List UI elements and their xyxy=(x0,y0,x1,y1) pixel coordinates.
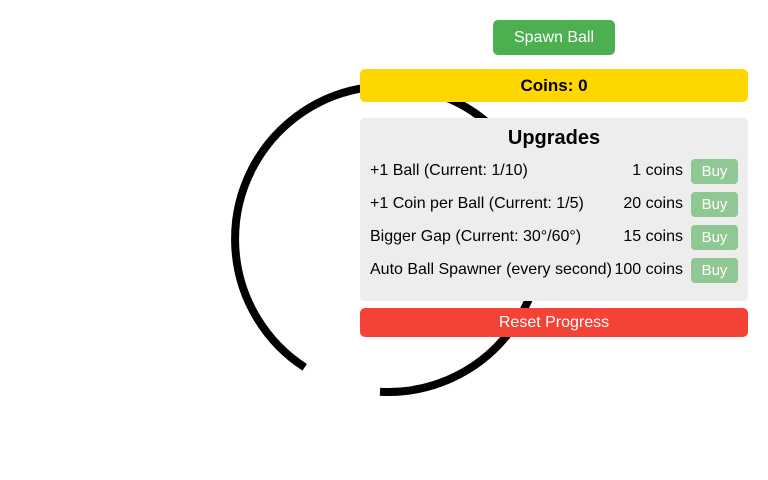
reset-progress-button[interactable]: Reset Progress xyxy=(360,308,748,337)
upgrades-title: Upgrades xyxy=(507,127,601,149)
buy-button-bigger-gap[interactable]: Buy xyxy=(691,224,738,250)
upgrade-cost: 100 coins xyxy=(614,261,684,278)
buy-button-coin-per-ball[interactable]: Buy xyxy=(691,191,738,217)
upgrade-cost: 15 coins xyxy=(623,228,683,245)
upgrade-row-bigger-gap: Bigger Gap (Current: 30°/60°) 15 coins B… xyxy=(370,224,738,250)
buy-button-add-ball[interactable]: Buy xyxy=(691,158,738,184)
upgrade-cost: 20 coins xyxy=(623,195,683,212)
upgrade-label: Auto Ball Spawner (every second) xyxy=(370,261,612,278)
upgrade-label: +1 Coin per Ball (Current: 1/5) xyxy=(370,195,584,212)
coins-counter: Coins: 0 xyxy=(360,69,748,102)
upgrades-panel: Upgrades +1 Ball (Current: 1/10) 1 coins… xyxy=(360,118,748,301)
upgrade-row-add-ball: +1 Ball (Current: 1/10) 1 coins Buy xyxy=(370,158,738,184)
buy-button-auto-spawner[interactable]: Buy xyxy=(691,257,738,283)
spawn-ball-button[interactable]: Spawn Ball xyxy=(493,20,615,55)
upgrade-label: Bigger Gap (Current: 30°/60°) xyxy=(370,228,582,245)
upgrade-cost: 1 coins xyxy=(632,162,683,179)
upgrade-label: +1 Ball (Current: 1/10) xyxy=(370,162,528,179)
upgrade-row-coin-per-ball: +1 Coin per Ball (Current: 1/5) 20 coins… xyxy=(370,191,738,217)
upgrade-row-auto-spawner: Auto Ball Spawner (every second) 100 coi… xyxy=(370,257,738,283)
